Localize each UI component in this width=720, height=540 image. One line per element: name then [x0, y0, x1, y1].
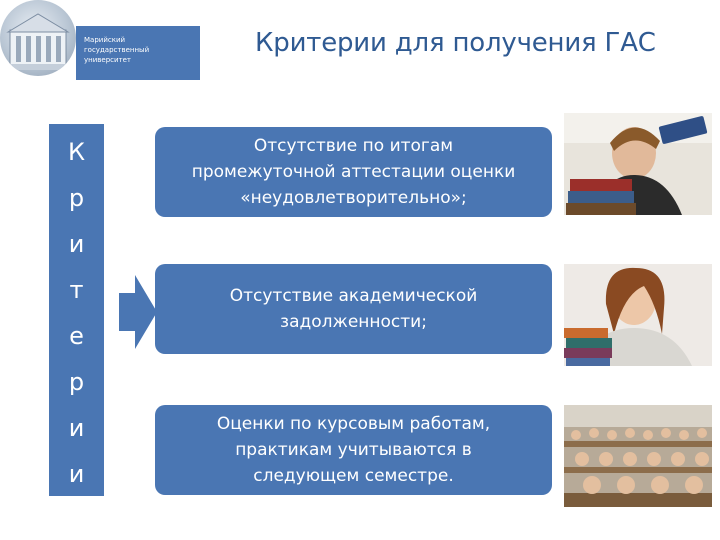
vertical-letter: и	[68, 414, 85, 442]
criterion-line: «неудовлетворительно»;	[240, 188, 467, 208]
criterion-line: промежуточной аттестации оценки	[191, 162, 516, 182]
vertical-letter: т	[69, 276, 84, 304]
vertical-letter: и	[68, 460, 85, 488]
vertical-word-box	[49, 124, 104, 496]
criterion-line: Оценки по курсовым работам,	[216, 414, 491, 434]
student-with-books-photo	[564, 113, 712, 215]
criterion-line: практикам учитываются в	[235, 440, 472, 460]
criterion-line: Отсутствие по итогам	[253, 136, 454, 156]
university-name: Марийский государственный университет	[84, 35, 194, 65]
vertical-letter: К	[67, 138, 86, 166]
vertical-letter: е	[69, 322, 84, 350]
university-name-line: Марийский	[84, 36, 126, 44]
girl-with-books-photo	[564, 264, 712, 366]
criterion-line: задолженности;	[280, 312, 427, 332]
vertical-letter: р	[68, 184, 85, 212]
university-building-icon	[6, 13, 70, 70]
criterion-box: Оценки по курсовым работам, практикам уч…	[155, 405, 552, 495]
criterion-box: Отсутствие по итогам промежуточной аттес…	[155, 127, 552, 217]
criterion-line: Отсутствие академической	[229, 286, 478, 306]
vertical-letter: р	[68, 368, 85, 396]
criterion-box: Отсутствие академической задолженности;	[155, 264, 552, 354]
university-name-banner	[76, 26, 200, 80]
slide-title: Критерии для получения ГАС	[255, 28, 656, 58]
lecture-hall-students-photo	[564, 405, 712, 507]
university-name-line: университет	[84, 56, 132, 64]
right-arrow-icon	[119, 275, 157, 349]
university-logo	[0, 0, 76, 76]
vertical-letter: и	[68, 230, 85, 258]
university-name-line: государственный	[84, 46, 150, 54]
criterion-line: следующем семестре.	[253, 466, 454, 486]
